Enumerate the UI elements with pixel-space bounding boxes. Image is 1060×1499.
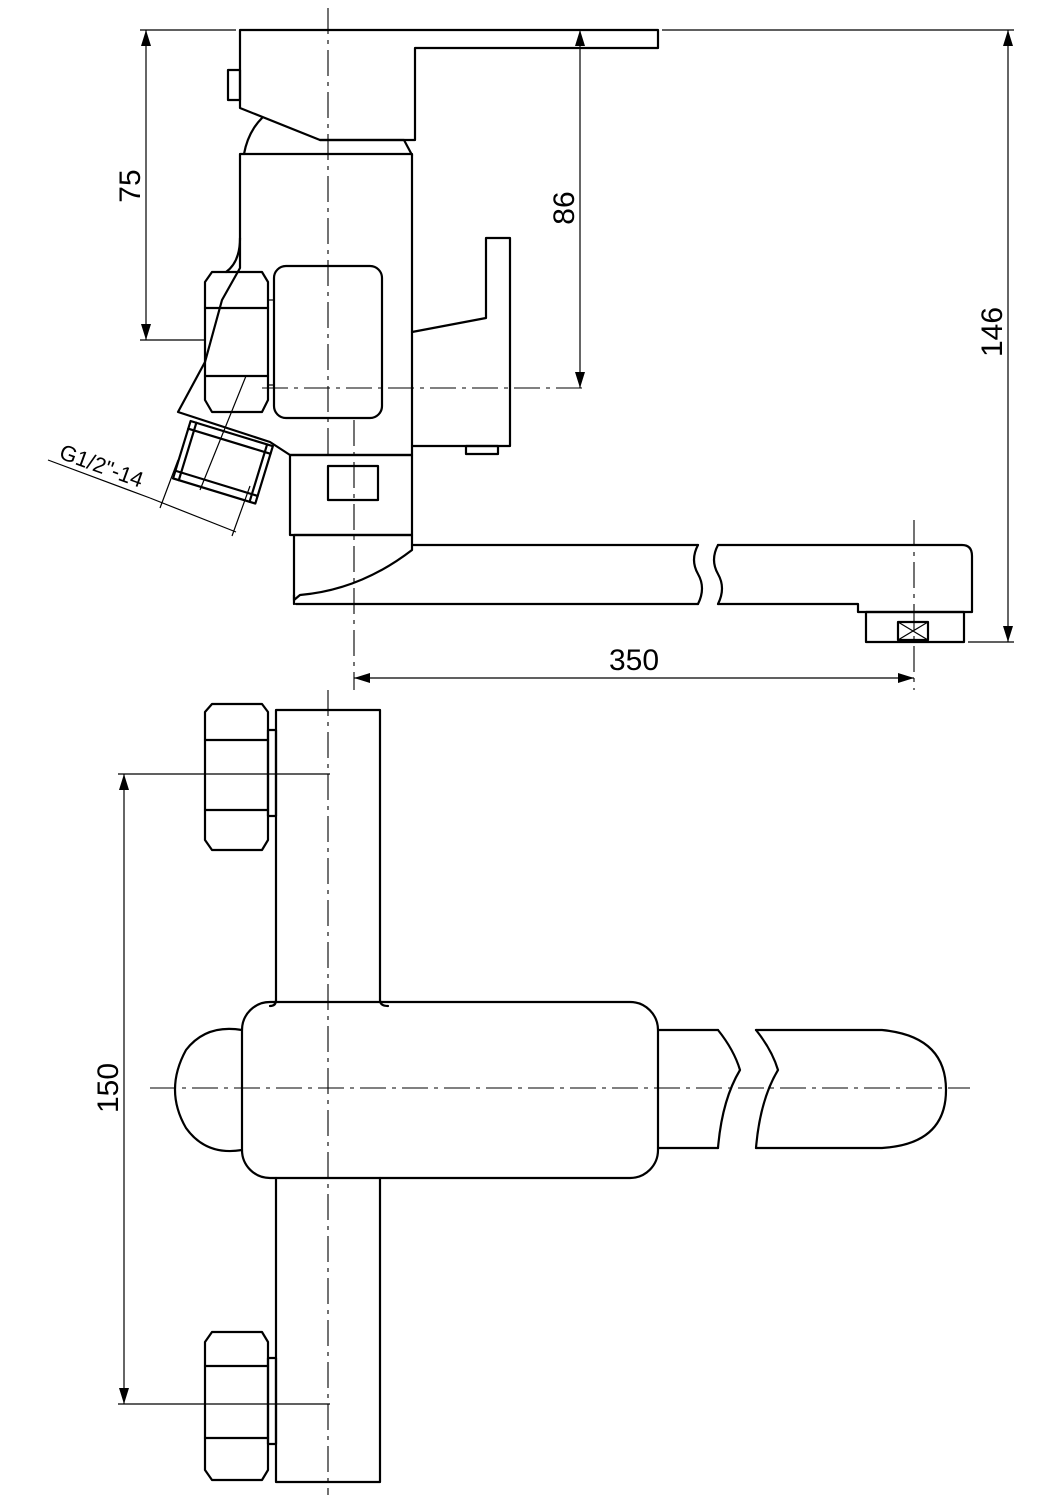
side-view [171,8,974,690]
dim-86-label: 86 [548,191,581,224]
top-dimensions: 150 [92,773,330,1405]
spout-swivel [292,533,414,602]
handle-cap [226,68,242,102]
dim-150-label: 150 [92,1063,125,1113]
aerator [864,610,966,644]
top-inlet-nut [203,702,278,852]
spout-top [656,1028,720,1150]
eccentric-nut [203,270,270,414]
thread-size-label: G1/2"-14 [56,439,147,492]
spout-pipe [292,543,700,606]
side-dimensions: 75 86 146 350 G1/2"-14 [47,29,1014,683]
thread-connector [171,419,274,505]
handle-top [240,1000,660,1180]
bottom-inlet-nut [203,1330,278,1482]
dim-75-label: 75 [114,169,147,202]
top-view [150,690,970,1495]
mixer-body [176,152,414,457]
dim-350-label: 350 [609,644,659,677]
diverter-knob [410,236,512,448]
dim-146-label: 146 [976,307,1009,357]
handle-lever [238,28,660,142]
